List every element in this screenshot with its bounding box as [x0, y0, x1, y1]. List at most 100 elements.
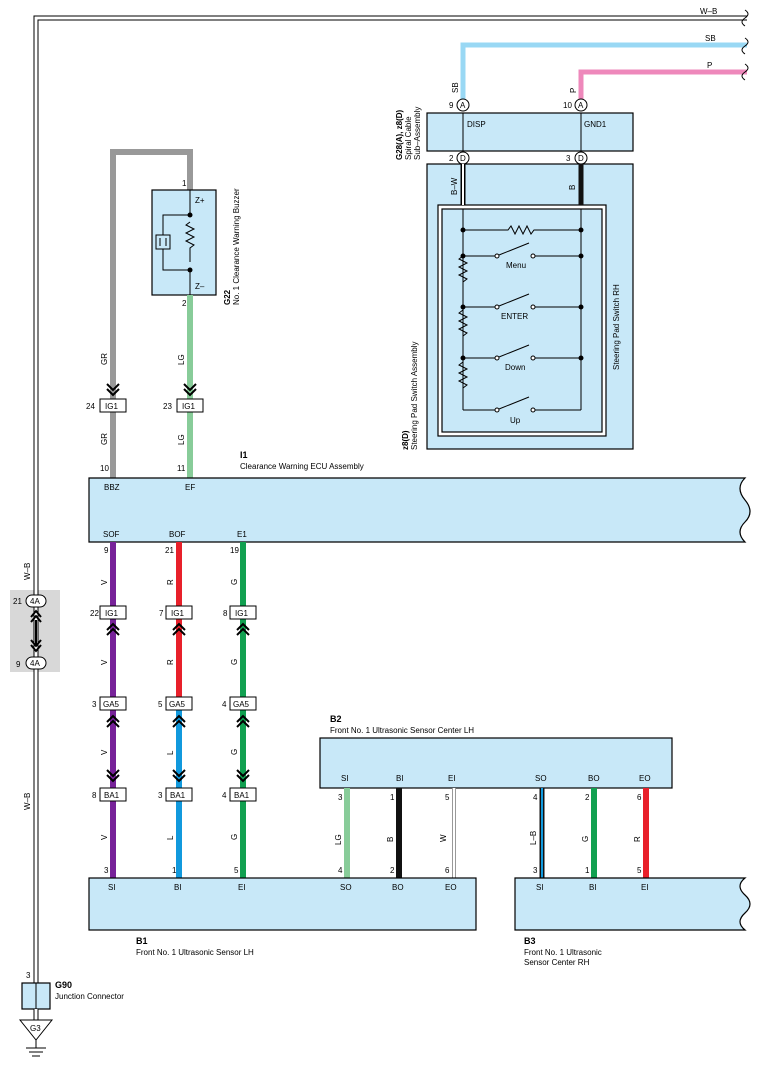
spiral-pin-d2: 2: [449, 154, 454, 163]
junction-pin-9: 9: [16, 660, 21, 669]
steering-name: Steering Pad Switch Assembly: [410, 342, 419, 451]
chain1-ga-pin: 5: [158, 700, 163, 709]
b2-term-si: SI: [341, 774, 349, 783]
connector-ig1-8: [229, 605, 257, 620]
connector-ig1-23: [176, 398, 204, 413]
wire-label-sb-top: SB: [705, 34, 716, 43]
b2-wire-4: G: [581, 836, 590, 842]
chain0-w1: V: [100, 579, 109, 585]
chain2-ga-label: GA5: [233, 700, 250, 709]
ground-symbol-icon: [26, 1040, 46, 1057]
wire-p: [578, 69, 747, 100]
b1-box: [88, 877, 477, 931]
junction-connector-4a-bottom: [25, 656, 47, 670]
b3-box: [514, 877, 751, 931]
chain0-ig-label: IG1: [105, 609, 118, 618]
chain0-w3: V: [100, 749, 109, 755]
connector-ig1-22: [99, 605, 127, 620]
switch-down: [460, 344, 584, 361]
chevron-up-icon: [172, 714, 186, 728]
connector-ba1-4: [229, 787, 257, 802]
wire-label-wb-upper: W–B: [23, 563, 32, 580]
b3-term-si: SI: [536, 883, 544, 892]
ecu-term-bof: BOF: [169, 530, 186, 539]
connector-ga5-5: [165, 696, 193, 711]
b2-wire-0: LG: [334, 834, 343, 845]
spiral-term-gnd1: GND1: [584, 120, 607, 129]
b2-term-bo: BO: [588, 774, 600, 783]
chevron-down-icon: [106, 769, 120, 783]
b3-name-2: Sensor Center RH: [524, 958, 590, 967]
b2-name: Front No. 1 Ultrasonic Sensor Center LH: [330, 726, 474, 735]
chain2-ba-pin: 4: [222, 791, 227, 800]
buzzer-name: No. 1 Clearance Warning Buzzer: [232, 188, 241, 305]
b2-wire-3: L–B: [529, 831, 538, 845]
wire-label-wb-top: W–B: [700, 7, 717, 16]
connector-ig1-24: [99, 398, 127, 413]
ecu-name: Clearance Warning ECU Assembly: [240, 462, 364, 471]
ecu-box: [88, 477, 751, 543]
b1-term-so: SO: [340, 883, 352, 892]
switch-enter: [460, 293, 584, 310]
b2-pin-bot-3: 3: [533, 866, 538, 875]
buzzer-term-zp: Z+: [195, 196, 205, 205]
b2-term-eo: EO: [639, 774, 651, 783]
ecu-pin-11: 11: [177, 464, 186, 473]
chevron-up-icon: [236, 622, 250, 636]
switch-menu: [460, 242, 584, 259]
chain2-pin: 5: [234, 866, 239, 875]
chain2-w4: G: [230, 834, 239, 840]
b2-term-so: SO: [535, 774, 547, 783]
b2-pin-bot-5: 5: [637, 866, 642, 875]
ground-code: G3: [30, 1024, 41, 1033]
connector-ig1-23-label: IG1: [182, 402, 195, 411]
chevron-up-icon: [106, 622, 120, 636]
b2-term-ei: EI: [448, 774, 456, 783]
connector-ig1-7: [165, 605, 193, 620]
b1-name: Front No. 1 Ultrasonic Sensor LH: [136, 948, 254, 957]
ig1-pin-23: 23: [163, 402, 172, 411]
b3-term-ei: EI: [641, 883, 649, 892]
b3-code: B3: [524, 936, 536, 946]
ecu-term-e1: E1: [237, 530, 247, 539]
chevron-down-icon: [236, 769, 250, 783]
chain1-w2: R: [166, 659, 175, 665]
chain0-w2: V: [100, 659, 109, 665]
chevron-up-icon: [106, 714, 120, 728]
chain1-ba-pin: 3: [158, 791, 163, 800]
resistor-icon: [463, 224, 581, 236]
chain1-ba-label: BA1: [170, 791, 186, 800]
junction-connector-4a-top: [25, 594, 47, 608]
chain0-ba-label: BA1: [104, 791, 120, 800]
chain2-ba-label: BA1: [234, 791, 250, 800]
wire-label-sb: SB: [451, 82, 460, 93]
chain2-w1: G: [230, 579, 239, 585]
ig1-pin-24: 24: [86, 402, 95, 411]
chevron-down-icon: [106, 383, 120, 397]
b2-wire-2: W: [439, 834, 448, 842]
steering-inner-name: Steering Pad Switch RH: [612, 284, 621, 370]
b2-pin-top-3: 4: [533, 793, 538, 802]
switch-up: [463, 396, 581, 413]
spiral-conn-a-right: A: [578, 101, 584, 110]
wire-label-lg: LG: [177, 354, 186, 365]
steering-code: z8(D): [401, 430, 410, 450]
b1-term-eo: EO: [445, 883, 457, 892]
chain0-pin: 3: [104, 866, 109, 875]
connector-ga5-3: [99, 696, 127, 711]
b2-code: B2: [330, 714, 342, 724]
spiral-connector-a-left: [456, 98, 470, 112]
b2-pin-bot-2: 6: [445, 866, 450, 875]
buzzer-term-zm: Z–: [195, 282, 205, 291]
chain1-w3: L: [166, 750, 175, 755]
spiral-name-2: Sub–Assembly: [413, 107, 422, 160]
b2-pin-bot-1: 2: [390, 866, 395, 875]
chain2-w2: G: [230, 659, 239, 665]
chevron-down-icon: [30, 639, 42, 653]
chain1-ig-label: IG1: [171, 609, 184, 618]
switch-label-down: Down: [505, 363, 525, 372]
b1-term-si: SI: [108, 883, 116, 892]
b3-term-bi: BI: [589, 883, 597, 892]
spiral-cable-box: [426, 112, 634, 152]
switch-label-enter: ENTER: [501, 312, 528, 321]
